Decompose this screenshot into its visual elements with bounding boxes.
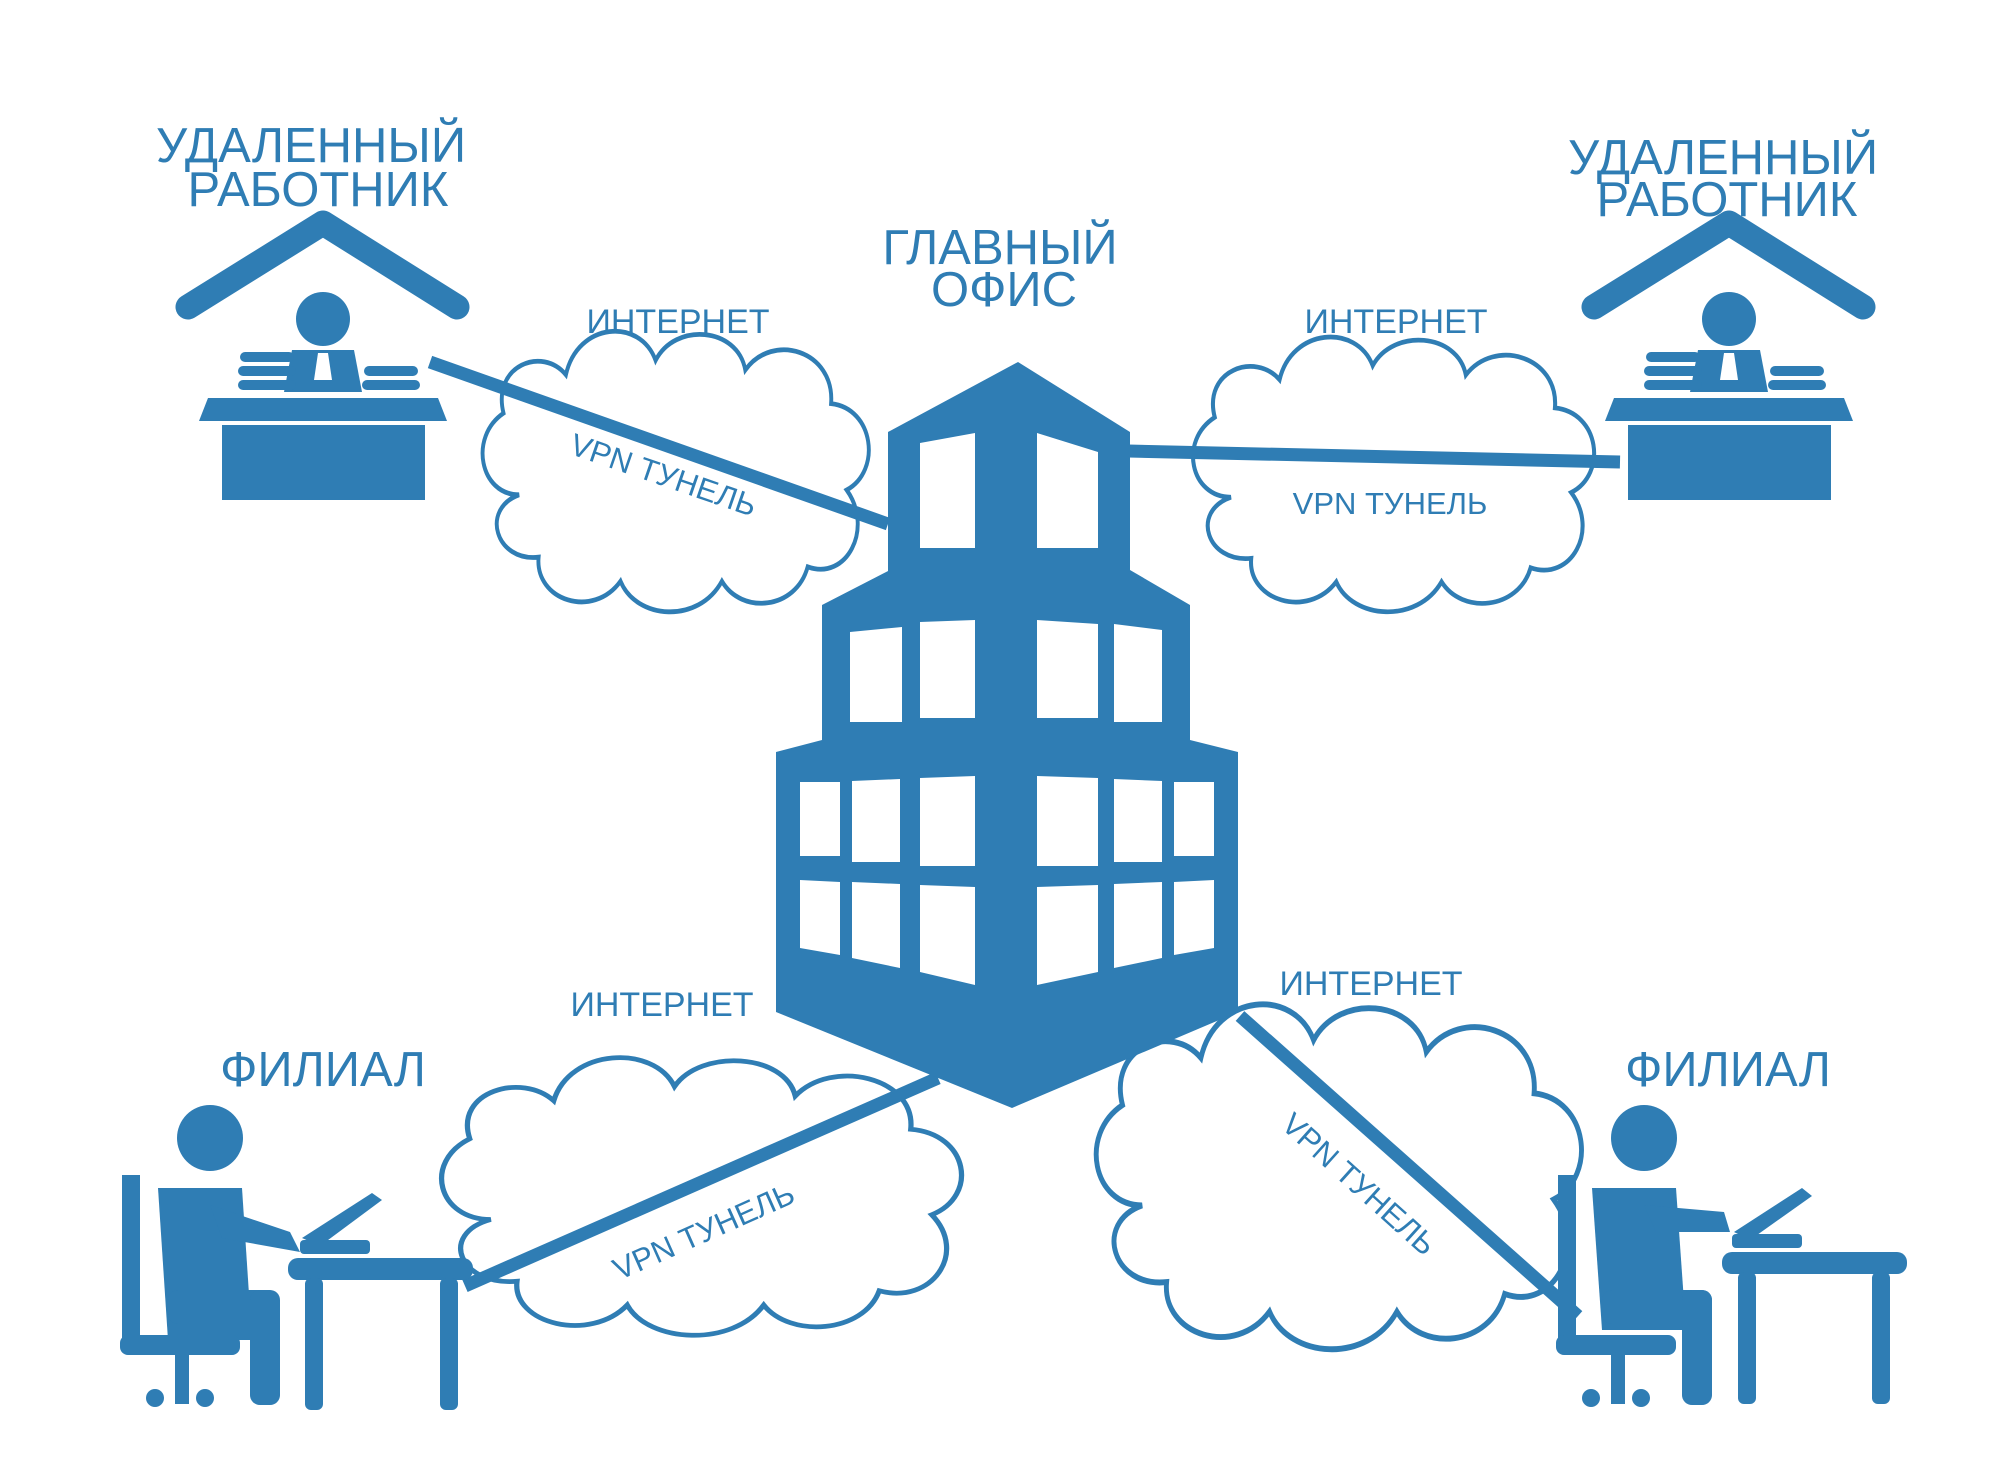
- vpn-line-bottom-right: [1235, 1011, 1583, 1321]
- vpn-line-top-left: [427, 355, 891, 531]
- main-office-title-line2: ОФИС: [931, 263, 1077, 317]
- cloud-icon-top-right: [1193, 337, 1594, 612]
- branch-worker-laptop-icon-right: [1556, 1105, 1907, 1407]
- vpn-line-top-right: [1127, 444, 1621, 469]
- branch-right-label: ФИЛИАЛ: [1625, 1043, 1831, 1097]
- home-office-worker-icon-right: [1581, 210, 1876, 500]
- remote-worker-left-line1: УДАЛЕННЫЙ: [156, 118, 466, 173]
- branch-left-label: ФИЛИАЛ: [220, 1043, 426, 1097]
- remote-worker-left-line2: РАБОТНИК: [188, 163, 449, 217]
- internet-label-top-left: ИНТЕРНЕТ: [586, 303, 769, 341]
- office-building-icon: [776, 362, 1238, 1108]
- branch-worker-laptop-icon-left: [120, 1105, 473, 1410]
- vpn-label-top-right: VPN ТУНЕЛЬ: [1293, 486, 1488, 521]
- remote-worker-right-line1: УДАЛЕННЫЙ: [1568, 130, 1878, 185]
- main-office-title-line1: ГЛАВНЫЙ: [882, 220, 1117, 275]
- internet-label-bottom-left: ИНТЕРНЕТ: [570, 986, 753, 1024]
- vpn-line-bottom-left: [462, 1072, 941, 1292]
- internet-label-bottom-right: ИНТЕРНЕТ: [1279, 965, 1462, 1003]
- vpn-tunnel-lines: [427, 355, 1621, 1321]
- home-office-worker-icon-left: [175, 210, 470, 500]
- remote-worker-right-line2: РАБОТНИК: [1597, 173, 1858, 227]
- internet-label-top-right: ИНТЕРНЕТ: [1304, 303, 1487, 341]
